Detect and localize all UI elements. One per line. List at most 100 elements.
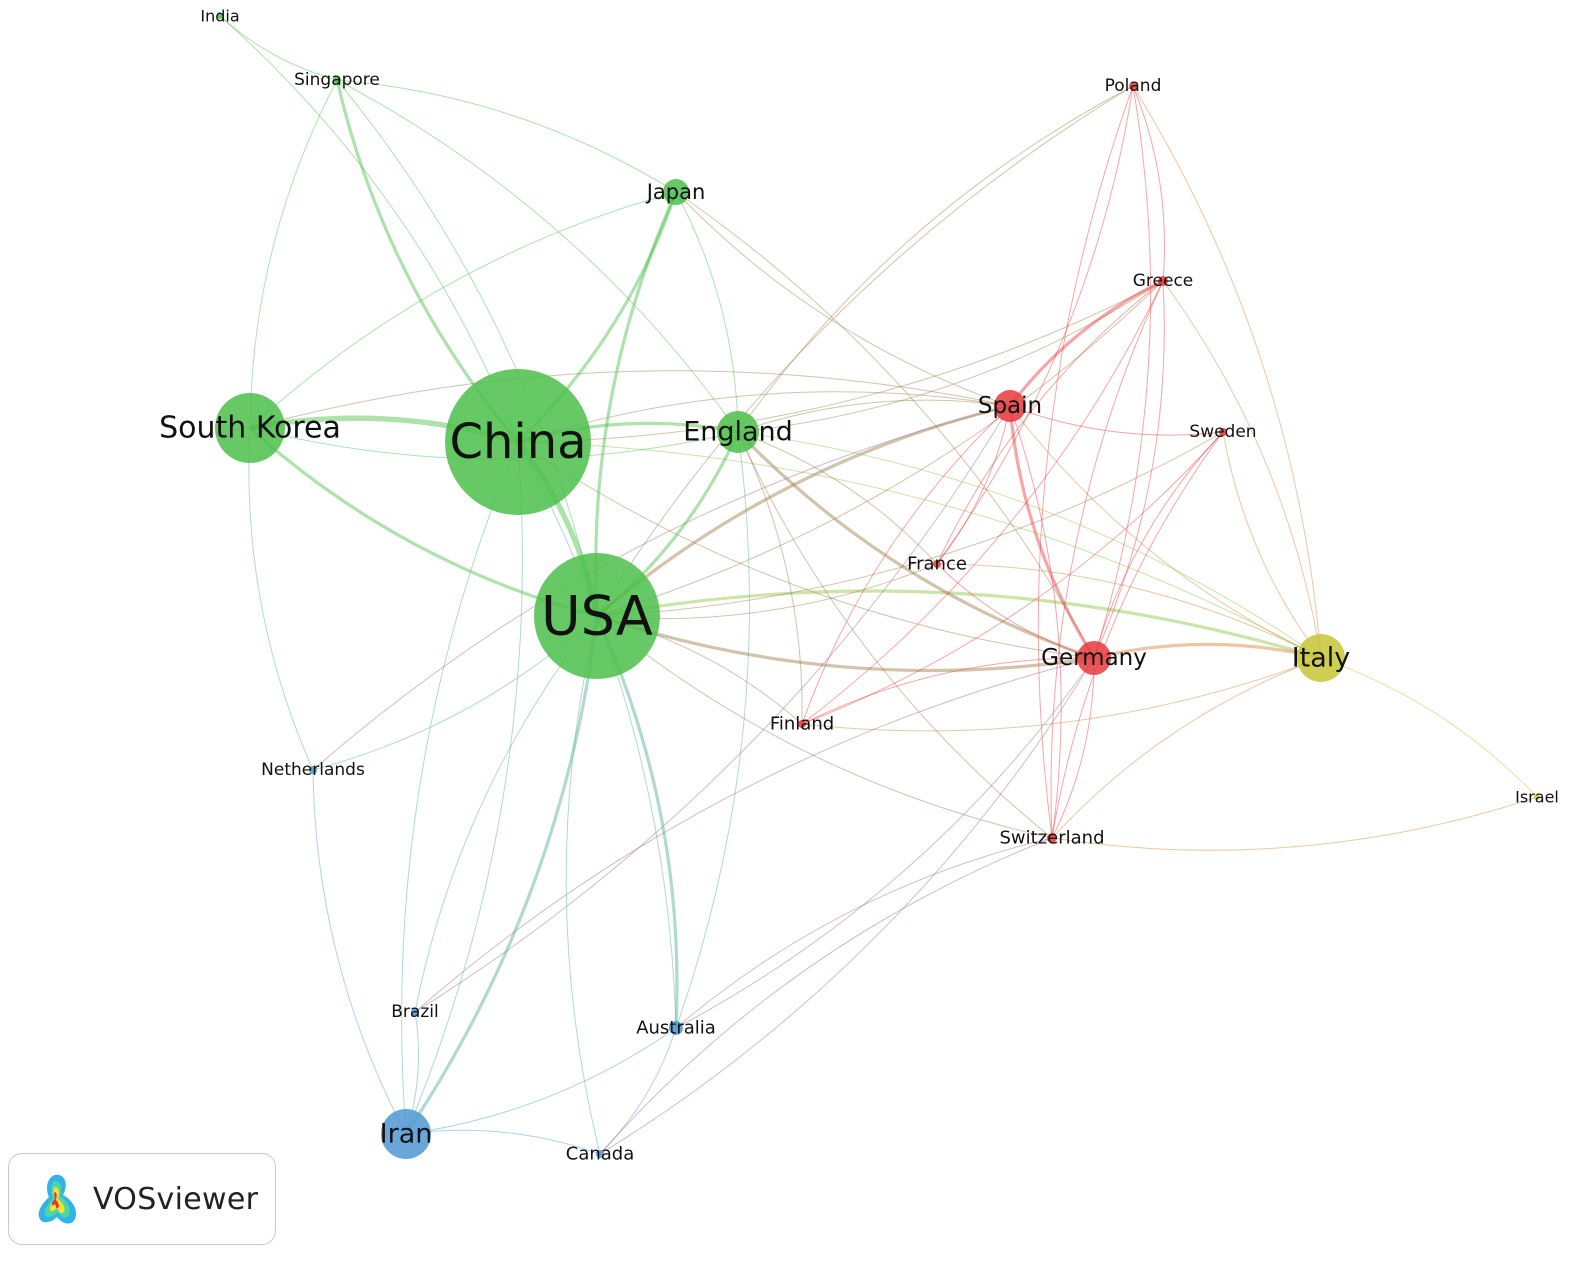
node-label-china: China bbox=[449, 414, 586, 470]
link-poland-france bbox=[936, 85, 1134, 565]
link-iran-china bbox=[405, 441, 523, 1135]
node-label-brazil: Brazil bbox=[391, 1002, 438, 1022]
link-southkorea-netherlands bbox=[248, 427, 314, 771]
node-germany[interactable] bbox=[1077, 641, 1111, 675]
link-australia-england bbox=[675, 431, 750, 1029]
link-sweden-switzerland bbox=[1051, 431, 1224, 839]
link-canada-germany bbox=[599, 657, 1095, 1155]
link-greece-france bbox=[936, 280, 1164, 565]
node-england[interactable] bbox=[717, 411, 759, 453]
node-label-greece: Greece bbox=[1133, 271, 1194, 291]
link-germany-italy bbox=[1093, 642, 1322, 660]
node-label-usa: USA bbox=[541, 585, 653, 648]
link-usa-germany bbox=[596, 614, 1095, 673]
link-japan-singapore bbox=[336, 79, 677, 193]
link-usa-italy bbox=[596, 589, 1322, 660]
node-netherlands[interactable] bbox=[309, 766, 317, 774]
link-germany-switzerland bbox=[1051, 657, 1095, 839]
link-greece-finland bbox=[801, 280, 1164, 725]
link-china-italy bbox=[517, 441, 1322, 659]
link-spain-france bbox=[936, 405, 1011, 565]
node-canada[interactable] bbox=[596, 1150, 604, 1158]
vosviewer-logo-icon bbox=[38, 1174, 77, 1224]
node-singapore[interactable] bbox=[333, 76, 341, 84]
link-china-greece bbox=[517, 280, 1164, 443]
node-label-canada: Canada bbox=[566, 1144, 635, 1165]
link-sweden-finland bbox=[801, 431, 1224, 725]
link-england-france bbox=[737, 431, 938, 565]
link-england-singapore bbox=[336, 79, 739, 433]
node-finland[interactable] bbox=[798, 720, 806, 728]
link-brazil-spain bbox=[414, 405, 1011, 1013]
link-poland-switzerland bbox=[1037, 85, 1134, 839]
node-japan[interactable] bbox=[663, 179, 689, 205]
nodes-layer bbox=[215, 13, 1540, 1159]
link-spain-germany bbox=[1008, 405, 1096, 659]
node-australia[interactable] bbox=[669, 1021, 683, 1035]
vosviewer-label: VOSviewer bbox=[93, 1181, 259, 1217]
link-china-germany bbox=[517, 441, 1095, 659]
link-greece-poland bbox=[1132, 85, 1165, 282]
link-italy-israel bbox=[1320, 657, 1538, 798]
node-label-singapore: Singapore bbox=[294, 70, 380, 90]
node-poland[interactable] bbox=[1129, 82, 1137, 90]
node-label-england: England bbox=[683, 417, 793, 448]
node-china[interactable] bbox=[445, 369, 591, 515]
vosviewer-badge: VOSviewer bbox=[8, 1153, 276, 1245]
link-usa-iran bbox=[404, 615, 599, 1135]
node-greece[interactable] bbox=[1158, 276, 1168, 286]
link-england-spain bbox=[737, 399, 1011, 433]
node-label-germany: Germany bbox=[1041, 645, 1147, 671]
link-spain-italy bbox=[1009, 405, 1322, 659]
link-japan-germany bbox=[675, 191, 1095, 659]
node-brazil[interactable] bbox=[411, 1008, 419, 1016]
link-australia-switzerland bbox=[675, 837, 1053, 1029]
node-label-switzerland: Switzerland bbox=[1000, 828, 1105, 849]
link-southkorea-singapore bbox=[249, 79, 338, 429]
node-label-netherlands: Netherlands bbox=[261, 760, 365, 780]
node-label-spain: Spain bbox=[978, 393, 1042, 419]
link-england-italy bbox=[737, 431, 1322, 659]
node-label-italy: Italy bbox=[1292, 643, 1351, 674]
link-usa-sweden bbox=[596, 431, 1224, 617]
link-australia-canada bbox=[599, 1027, 677, 1155]
link-spain-greece bbox=[1008, 279, 1164, 407]
link-england-greece bbox=[737, 280, 1164, 433]
link-china-india bbox=[219, 15, 519, 443]
link-germany-greece bbox=[1093, 280, 1165, 659]
link-china-australia bbox=[517, 441, 677, 1029]
link-usa-poland bbox=[596, 85, 1134, 617]
link-england-switzerland bbox=[737, 431, 1053, 839]
node-india[interactable] bbox=[217, 13, 223, 19]
link-singapore-india bbox=[219, 15, 338, 81]
link-usa-switzerland bbox=[596, 615, 1053, 839]
link-australia-germany bbox=[675, 657, 1095, 1029]
node-label-sweden: Sweden bbox=[1189, 422, 1256, 442]
link-germany-france bbox=[936, 563, 1095, 659]
link-spain-switzerland bbox=[1009, 405, 1062, 839]
link-germany-finland bbox=[801, 657, 1095, 725]
node-usa[interactable] bbox=[534, 553, 660, 679]
node-italy[interactable] bbox=[1297, 634, 1345, 682]
link-germany-poland bbox=[1093, 85, 1152, 659]
node-israel[interactable] bbox=[1534, 794, 1540, 800]
link-china-iran bbox=[401, 441, 519, 1135]
node-switzerland[interactable] bbox=[1047, 833, 1057, 843]
link-greece-italy bbox=[1162, 280, 1322, 659]
link-sweden-italy bbox=[1222, 431, 1322, 659]
node-label-india: India bbox=[200, 7, 239, 26]
node-sweden[interactable] bbox=[1219, 428, 1227, 436]
link-poland-italy bbox=[1132, 85, 1322, 659]
node-spain[interactable] bbox=[994, 390, 1026, 422]
link-southkorea-japan bbox=[249, 191, 677, 429]
link-iran-netherlands bbox=[312, 769, 407, 1135]
node-label-iran: Iran bbox=[380, 1119, 433, 1150]
link-spain-finland bbox=[801, 405, 1011, 725]
node-france[interactable] bbox=[933, 560, 941, 568]
node-label-poland: Poland bbox=[1105, 76, 1162, 96]
node-iran[interactable] bbox=[381, 1109, 431, 1159]
link-japan-spain bbox=[675, 191, 1011, 407]
node-southkorea[interactable] bbox=[215, 393, 285, 463]
